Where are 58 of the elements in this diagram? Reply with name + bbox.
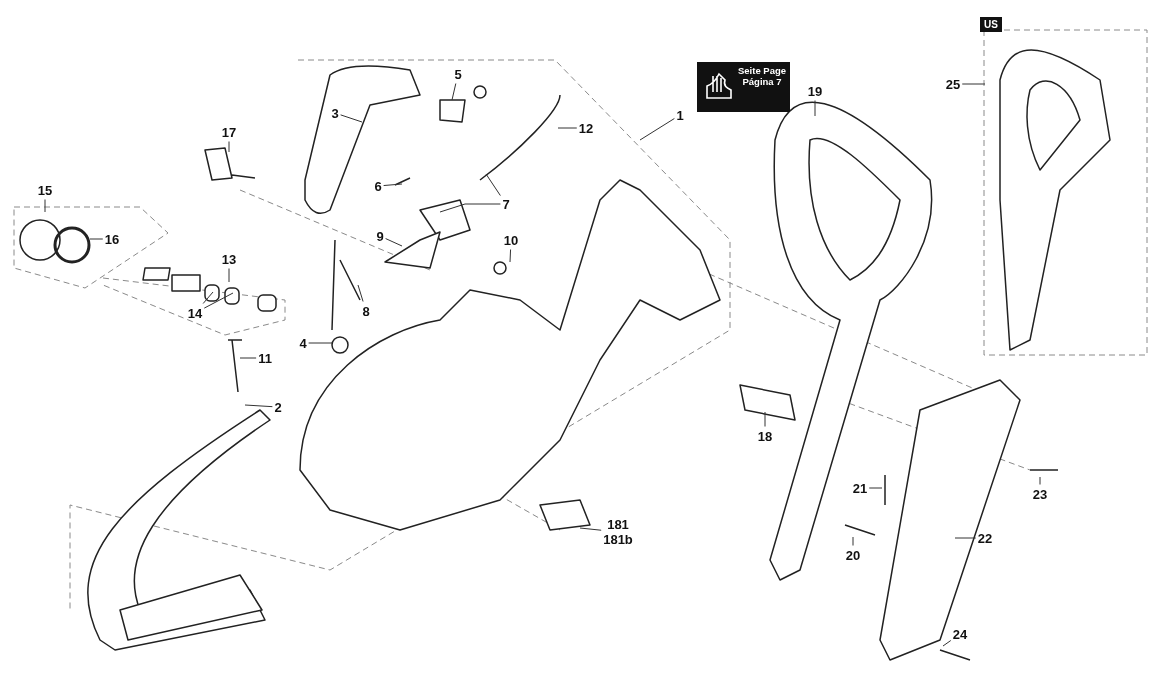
leader-line — [244, 404, 273, 408]
leader-line — [868, 487, 883, 489]
callout-number: 22 — [977, 530, 993, 546]
callout-number: 10 — [503, 232, 519, 248]
leader-line — [942, 640, 952, 647]
callout-number: 181 — [606, 517, 630, 532]
callout-number: 17 — [221, 124, 237, 140]
page-reference-box — [697, 62, 790, 112]
leader-line — [357, 284, 364, 302]
callout-number: 11 — [258, 350, 272, 366]
callout-number: 4 — [299, 335, 307, 351]
leader-line — [203, 292, 234, 309]
callout-number: 6 — [374, 178, 382, 194]
leader-line — [340, 114, 363, 123]
leader-line — [1039, 476, 1041, 485]
callout-number: 18 — [757, 428, 773, 444]
callout-number: 19 — [807, 83, 823, 99]
callout-number: 5 — [454, 66, 462, 82]
leader-line — [954, 537, 977, 539]
leader-line — [814, 100, 816, 117]
callout-number: 24 — [952, 626, 968, 642]
leader-line — [485, 173, 501, 197]
leader-line — [239, 357, 257, 359]
leader-line — [451, 83, 457, 101]
leader-line — [764, 411, 766, 427]
leader-line — [228, 268, 230, 283]
leader-line — [202, 291, 214, 304]
callout-number: 3 — [331, 105, 339, 121]
callout-number: 1 — [676, 107, 684, 123]
leader-line — [44, 199, 46, 213]
callout-number: 14 — [187, 305, 203, 321]
callout-number: 16 — [104, 231, 120, 247]
callout-number: 8 — [362, 303, 370, 319]
leader-line — [639, 118, 675, 141]
region-badge: US — [980, 17, 1002, 32]
leader-line — [383, 183, 403, 187]
leader-line — [439, 203, 501, 213]
callout-number: 7 — [502, 196, 510, 212]
callout-number: 9 — [376, 228, 384, 244]
leader-line — [308, 342, 333, 344]
leader-line — [852, 536, 854, 546]
callout-number: 181b — [603, 532, 633, 547]
page-reference-text: Seite Page Página 7 — [737, 66, 787, 87]
leader-line — [228, 141, 230, 153]
leader-line — [557, 127, 578, 129]
callout-number: 23 — [1032, 486, 1048, 502]
leader-line — [509, 249, 512, 263]
callout-number: 12 — [578, 120, 594, 136]
callout-number: 2 — [274, 399, 282, 415]
callout-number: 15 — [37, 182, 53, 198]
callout-number: 20 — [845, 547, 861, 563]
callout-number: 21 — [852, 480, 868, 496]
callout-number: 25 — [945, 76, 961, 92]
leader-line — [961, 83, 986, 85]
callout-number: 13 — [221, 251, 237, 267]
leader-line — [385, 238, 403, 247]
leader-line — [89, 238, 104, 240]
leader-line — [579, 527, 602, 531]
